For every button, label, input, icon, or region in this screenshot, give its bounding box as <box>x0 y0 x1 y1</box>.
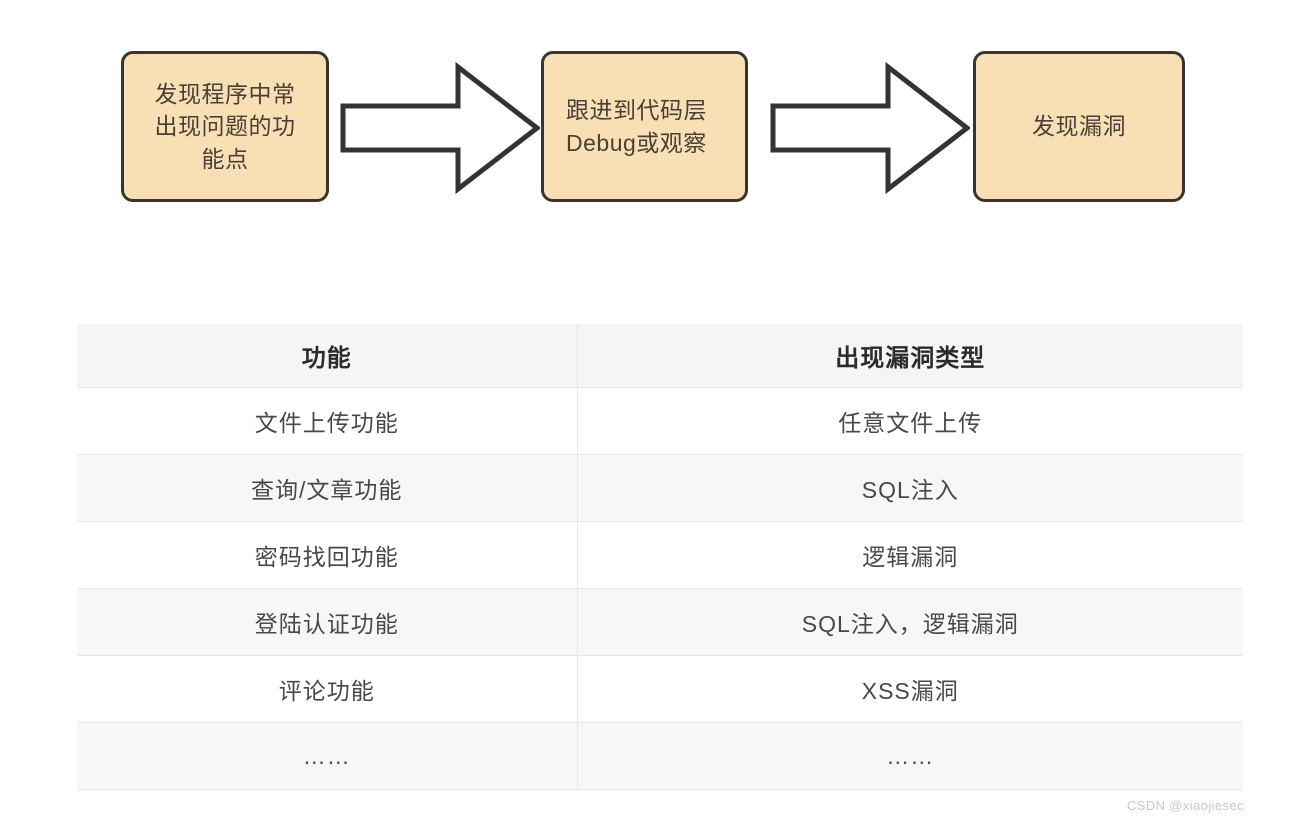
vulnerability-table: 功能 出现漏洞类型 文件上传功能 任意文件上传 查询/文章功能 SQL注入 密码… <box>77 324 1243 790</box>
flow-step-box-3: 发现漏洞 <box>973 51 1185 202</box>
table-body: 文件上传功能 任意文件上传 查询/文章功能 SQL注入 密码找回功能 逻辑漏洞 … <box>77 387 1243 790</box>
cell-function: 密码找回功能 <box>77 521 577 589</box>
cell-function: 文件上传功能 <box>77 387 577 455</box>
right-arrow-icon <box>770 62 970 194</box>
cell-vulnerability-type: 逻辑漏洞 <box>576 521 1243 589</box>
cell-function: 评论功能 <box>77 655 577 723</box>
cell-vulnerability-type: 任意文件上传 <box>576 387 1243 455</box>
table-header-row: 功能 出现漏洞类型 <box>77 324 1243 388</box>
cell-vulnerability-type: SQL注入，逻辑漏洞 <box>576 588 1243 656</box>
column-header-function: 功能 <box>77 324 577 388</box>
column-header-vulnerability-type: 出现漏洞类型 <box>576 324 1243 388</box>
cell-vulnerability-type: XSS漏洞 <box>576 655 1243 723</box>
table-row: 查询/文章功能 SQL注入 <box>77 454 1243 522</box>
flow-diagram: 发现程序中常 出现问题的功 能点 跟进到代码层 Debug或观察 发现漏洞 <box>0 0 1300 260</box>
cell-vulnerability-type: …… <box>576 722 1243 790</box>
table-row: 评论功能 XSS漏洞 <box>77 655 1243 723</box>
cell-function: …… <box>77 722 577 790</box>
flow-step-box-1: 发现程序中常 出现问题的功 能点 <box>121 51 329 202</box>
table-row: 文件上传功能 任意文件上传 <box>77 387 1243 455</box>
cell-vulnerability-type: SQL注入 <box>576 454 1243 522</box>
table-row: 登陆认证功能 SQL注入，逻辑漏洞 <box>77 588 1243 656</box>
cell-function: 登陆认证功能 <box>77 588 577 656</box>
cell-function: 查询/文章功能 <box>77 454 577 522</box>
table-header: 功能 出现漏洞类型 <box>77 324 1243 388</box>
table-row: 密码找回功能 逻辑漏洞 <box>77 521 1243 589</box>
flow-step-box-2: 跟进到代码层 Debug或观察 <box>541 51 748 202</box>
watermark: CSDN @xiaojiesec <box>1126 798 1244 813</box>
table-row: …… …… <box>77 722 1243 790</box>
right-arrow-icon <box>340 62 540 194</box>
